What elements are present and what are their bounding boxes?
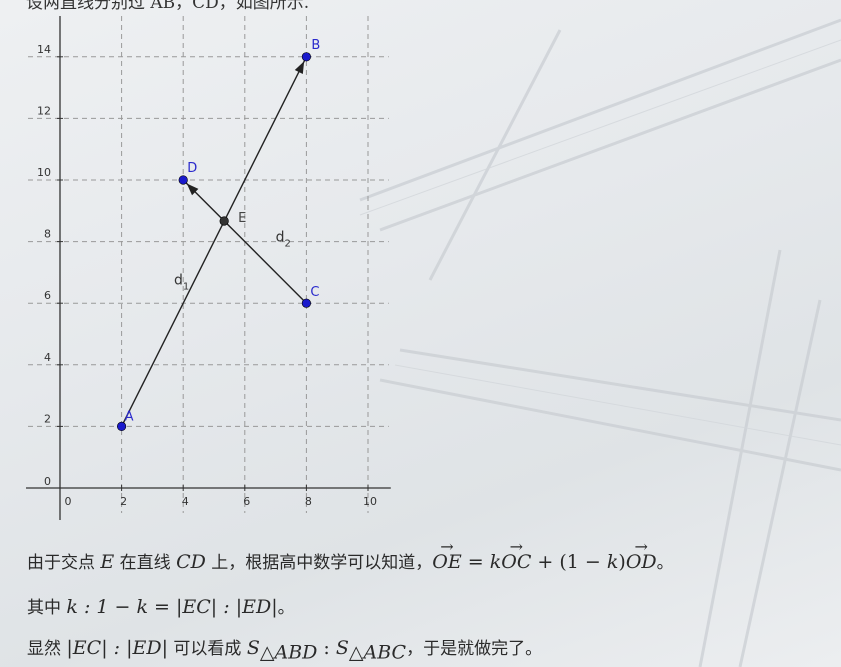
- p3-end: ，于是就做完了。: [406, 639, 543, 659]
- y-tick-label: 4: [44, 351, 51, 364]
- truncated-header-text: 设两直线分别过 AB，CD，如图所示.: [26, 0, 310, 13]
- math-ratio-2: |EC| : |ED|: [66, 637, 169, 659]
- point-label-E: E: [238, 211, 246, 226]
- y-tick-label: 0: [44, 475, 51, 488]
- segment-d1: [120, 56, 308, 427]
- p2-end: 。: [277, 598, 295, 618]
- coordinate-figure: 0 2 4 6 8 10 0 2 4 6 8 10 12 14 d1 d2 A B C D E: [26, 16, 391, 520]
- math-k2: k: [606, 551, 619, 573]
- arrowhead-d2: [186, 183, 199, 196]
- math-equals: =: [461, 551, 490, 573]
- math-E: E: [100, 551, 115, 573]
- p3-text-a: 显然: [27, 639, 67, 659]
- point-E: [219, 216, 229, 226]
- point-C: [301, 298, 312, 308]
- math-S2-sub: △ABC: [348, 641, 407, 664]
- y-tick-label: 14: [37, 43, 51, 56]
- point-D: [178, 175, 188, 185]
- math-ratio: k : 1 − k = |EC| : |ED|: [66, 596, 278, 618]
- x-tick-label: 4: [182, 495, 189, 508]
- y-tick-label: 10: [37, 166, 51, 179]
- vector-OC: OC: [501, 551, 531, 573]
- math-plus: + (1 −: [531, 551, 607, 573]
- y-tick-label: 2: [44, 412, 51, 425]
- x-tick-label: 6: [243, 495, 250, 508]
- math-k: k: [489, 551, 502, 573]
- y-tick-label: 12: [37, 104, 51, 117]
- math-S1-sub: △ABD: [259, 641, 318, 664]
- math-S1: S: [246, 637, 260, 659]
- point-label-D: D: [187, 161, 197, 176]
- arrowhead-d1: [294, 61, 305, 75]
- x-tick-label: 2: [120, 495, 127, 508]
- x-tick-label: 8: [305, 495, 312, 508]
- paragraph-2: 其中 k : 1 − k = |EC| : |ED|。: [27, 593, 295, 618]
- paragraph-3: 显然 |EC| : |ED| 可以看成 S△ABD : S△ABC，于是就做完了…: [27, 634, 542, 663]
- p1-text-a: 由于交点: [27, 553, 101, 573]
- segment-label-d1: d1: [174, 273, 189, 293]
- x-tick-label: 0: [65, 495, 72, 508]
- p3-text-b: 可以看成: [168, 639, 247, 659]
- x-tick-label: 10: [363, 495, 377, 508]
- math-CD: CD: [176, 551, 206, 573]
- point-label-B: B: [311, 38, 320, 53]
- math-colon: :: [317, 637, 336, 659]
- p1-text-b: 在直线: [114, 553, 177, 573]
- y-tick-label: 8: [44, 228, 51, 241]
- point-label-A: A: [125, 409, 134, 424]
- p2-text-a: 其中: [27, 598, 67, 618]
- p1-text-c: 上，根据高中数学可以知道，: [205, 553, 433, 573]
- y-tick-label: 6: [44, 289, 51, 302]
- point-label-C: C: [310, 285, 319, 300]
- vector-OE: OE: [432, 551, 461, 573]
- segment-d2: [182, 179, 307, 304]
- vector-OD: OD: [626, 551, 657, 573]
- math-paren: ): [618, 551, 626, 573]
- point-B: [301, 52, 312, 62]
- segment-label-d2: d2: [276, 230, 291, 250]
- math-S2: S: [335, 637, 349, 659]
- paragraph-1: 由于交点 E 在直线 CD 上，根据高中数学可以知道，OE = kOC + (1…: [27, 548, 674, 573]
- p1-end: 。: [656, 553, 674, 573]
- point-A: [116, 421, 127, 432]
